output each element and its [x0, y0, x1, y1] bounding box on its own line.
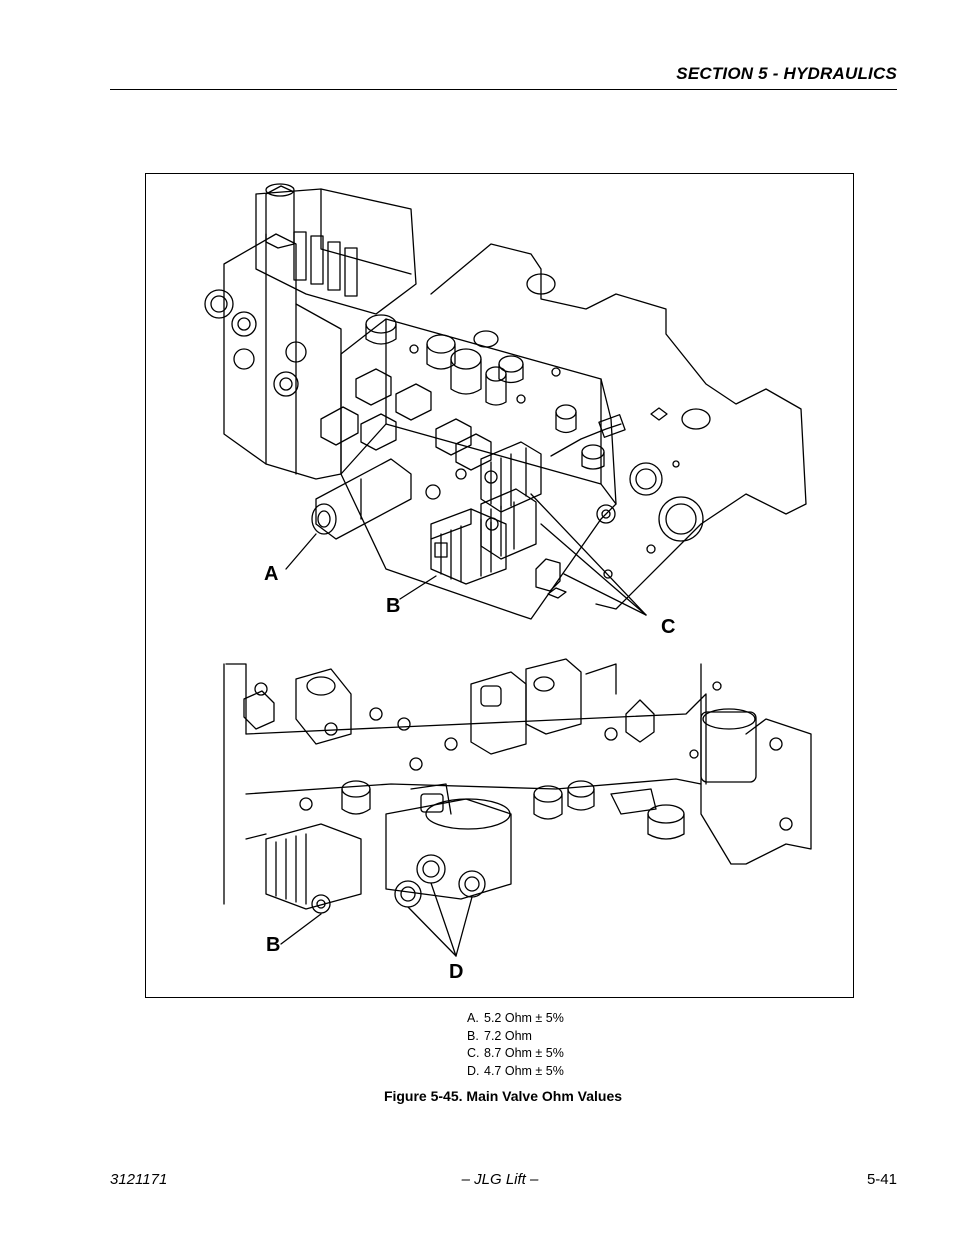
- document-number: 3121171: [110, 1171, 168, 1188]
- figure-caption: Figure 5-45. Main Valve Ohm Values: [383, 1088, 623, 1104]
- header-divider: [110, 89, 897, 90]
- legend-key: D.: [467, 1063, 480, 1078]
- valve-line-drawing: [204, 183, 812, 957]
- legend-key: B.: [467, 1028, 479, 1043]
- callout-a: A: [264, 563, 279, 585]
- callout-b-top: B: [386, 595, 401, 617]
- callout-d: D: [449, 961, 464, 983]
- page-number: 5-41: [866, 1171, 897, 1188]
- legend-value: 7.2 Ohm: [484, 1028, 532, 1043]
- callout-c: C: [661, 616, 676, 638]
- legend-row: B. 7.2 Ohm: [467, 1028, 564, 1046]
- callout-b-bottom: B: [266, 934, 281, 956]
- legend-value: 5.2 Ohm ± 5%: [484, 1011, 564, 1025]
- section-title: SECTION 5 - HYDRAULICS: [676, 64, 897, 83]
- legend-row: A. 5.2 Ohm ± 5%: [467, 1010, 564, 1028]
- legend-value: 8.7 Ohm ± 5%: [484, 1046, 564, 1060]
- footer-brand: – JLG Lift –: [461, 1171, 539, 1188]
- legend-row: C. 8.7 Ohm ± 5%: [467, 1045, 564, 1063]
- legend-key: C.: [467, 1046, 480, 1060]
- legend-value: 4.7 Ohm ± 5%: [484, 1063, 564, 1078]
- legend-key: A.: [467, 1011, 479, 1025]
- figure-frame: [145, 173, 854, 998]
- figure-legend: A. 5.2 Ohm ± 5% B. 7.2 Ohm C. 8.7 Ohm ± …: [467, 1010, 564, 1080]
- legend-row: D. 4.7 Ohm ± 5%: [467, 1063, 564, 1081]
